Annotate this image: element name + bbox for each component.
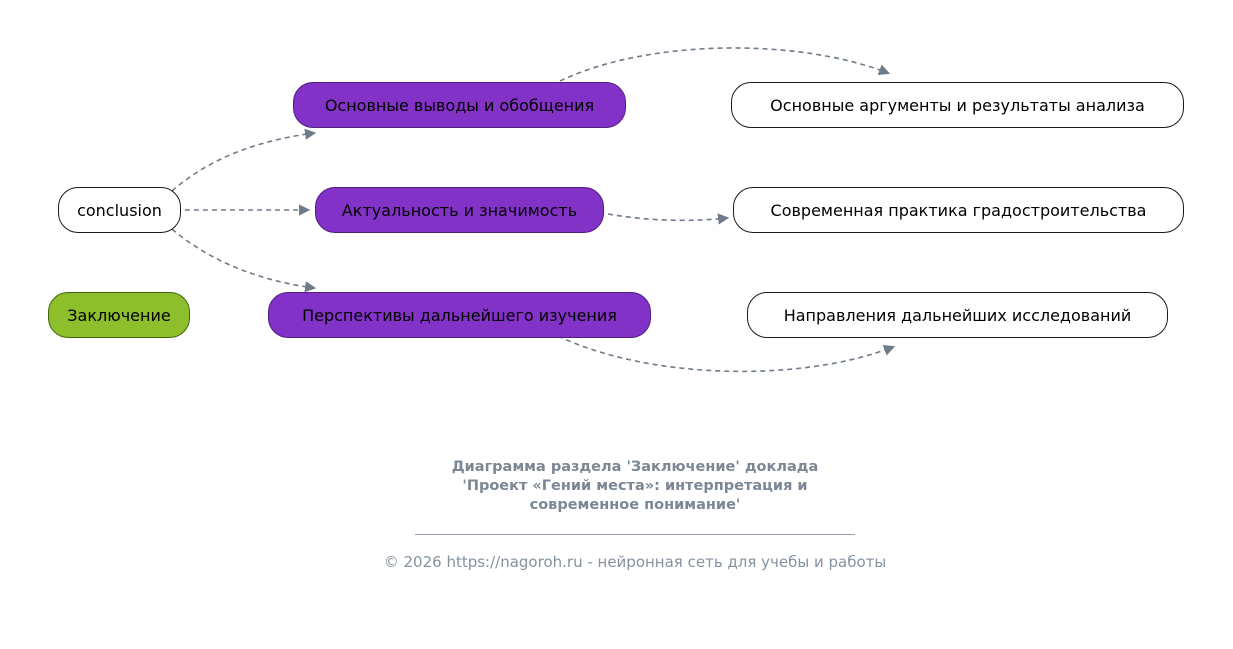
node-topic-2: Актуальность и значимость	[315, 187, 604, 233]
connector-topic1-detail1	[559, 47, 891, 82]
node-conclusion-label: conclusion	[77, 200, 162, 220]
node-detail-2: Современная практика градостроительства	[733, 187, 1184, 233]
node-section-title: Заключение	[48, 292, 190, 338]
caption-line-3: современное понимание'	[529, 497, 741, 513]
node-section-title-label: Заключение	[67, 305, 171, 325]
caption-line-1: Диаграмма раздела 'Заключение' доклада	[451, 459, 819, 475]
caption-line-2: 'Проект «Гений места»: интерпретация и	[462, 478, 808, 494]
connector-root-topic1	[171, 128, 317, 192]
node-topic-1: Основные выводы и обобщения	[293, 82, 626, 128]
node-detail-1-label: Основные аргументы и результаты анализа	[770, 95, 1145, 115]
node-topic-2-label: Актуальность и значимость	[341, 200, 578, 220]
node-topic-3: Перспективы дальнейшего изучения	[268, 292, 651, 338]
diagram-caption: Диаграмма раздела 'Заключение' доклада '…	[335, 458, 935, 515]
node-detail-3-label: Направления дальнейших исследований	[783, 305, 1132, 325]
connector-topic3-detail3	[557, 335, 896, 373]
node-detail-3: Направления дальнейших исследований	[747, 292, 1168, 338]
connector-root-topic3	[171, 228, 317, 293]
connector-topic2-detail2	[607, 213, 730, 225]
node-topic-3-label: Перспективы дальнейшего изучения	[302, 305, 617, 325]
node-detail-2-label: Современная практика градостроительства	[770, 200, 1147, 220]
node-topic-1-label: Основные выводы и обобщения	[324, 95, 595, 115]
node-detail-1: Основные аргументы и результаты анализа	[731, 82, 1184, 128]
footer-credit: © 2026 https://nagoroh.ru - нейронная се…	[383, 553, 887, 571]
node-conclusion: conclusion	[58, 187, 181, 233]
caption-divider	[415, 534, 855, 535]
